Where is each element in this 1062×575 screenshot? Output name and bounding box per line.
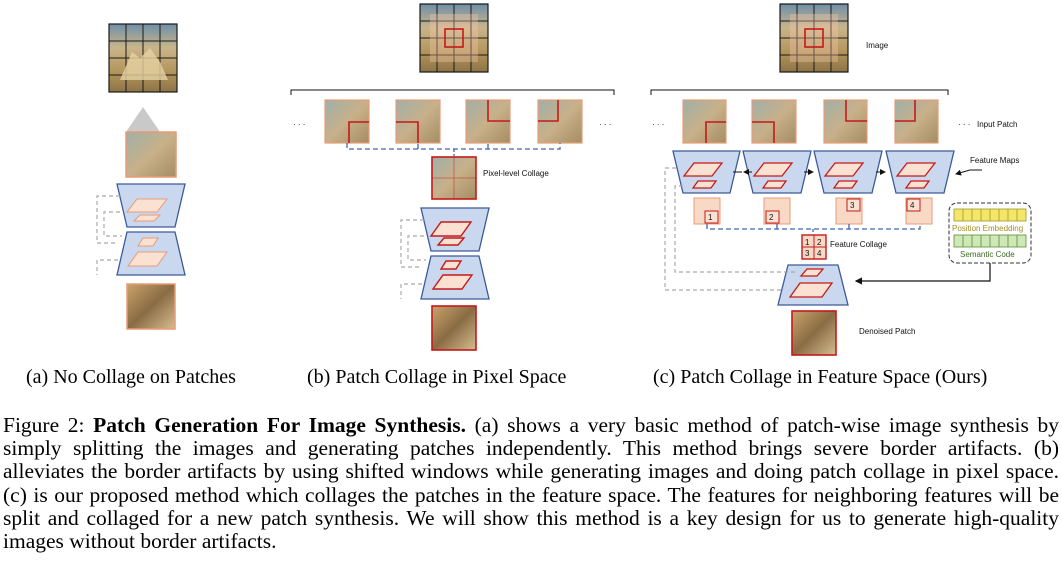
- collage-links-b: [346, 143, 561, 150]
- output-patch-a: [126, 283, 176, 330]
- decoder-c: [664, 167, 849, 306]
- feature-collage-label: Feature Collage: [830, 240, 887, 249]
- collage-num-1: 1: [805, 238, 810, 247]
- subcaption-b: (b) Patch Collage in Pixel Space: [307, 366, 567, 388]
- ellipsis-right-b: · · ·: [599, 120, 611, 129]
- input-patches-b: [324, 99, 583, 144]
- collage-num-3: 3: [805, 249, 810, 258]
- position-embedding-label: Position Embedding: [952, 224, 1023, 233]
- input-patch-a: [125, 131, 177, 178]
- denoised-patch: [791, 310, 837, 356]
- figure-number: Figure 2:: [3, 413, 85, 437]
- feature-patches-c: 1 2 3 4: [693, 197, 933, 225]
- ellipsis-left-b: · · ·: [293, 120, 305, 129]
- panel-b: · · · · · · Pixel-level Collage: [290, 3, 615, 351]
- bracket-c: [650, 89, 949, 95]
- patch-num-4: 4: [910, 201, 915, 210]
- output-patch-b: [431, 305, 477, 351]
- panel-a: [96, 23, 186, 330]
- ellipsis-right-c: · · ·: [958, 120, 970, 129]
- source-image-c: [779, 3, 849, 73]
- figure-caption-text: (a) shows a very basic method of patch-w…: [3, 413, 1060, 554]
- figure-diagram: · · · · · · Pixel-level Collage: [26, 3, 1032, 388]
- source-image-a: [108, 23, 178, 93]
- denoised-patch-label: Denoised Patch: [859, 327, 915, 336]
- collage-links-c: [706, 224, 921, 230]
- condition-arrow: [854, 263, 991, 285]
- panel-c: Image · · · · · · Input Patch: [650, 3, 1032, 356]
- feature-maps-label: Feature Maps: [970, 156, 1019, 165]
- patch-num-1: 1: [708, 213, 713, 222]
- source-image-b: [419, 3, 489, 73]
- ellipsis-left-c: · · ·: [652, 120, 664, 129]
- collage-num-4: 4: [817, 249, 822, 258]
- figure-caption: Figure 2: Patch Generation For Image Syn…: [3, 413, 1060, 554]
- subcaption-c: (c) Patch Collage in Feature Space (Ours…: [653, 366, 987, 388]
- subcaption-a: (a) No Collage on Patches: [26, 366, 236, 388]
- unet-b: [400, 207, 490, 300]
- collage-num-2: 2: [817, 238, 822, 247]
- image-label: Image: [866, 41, 889, 50]
- patch-num-2: 2: [769, 213, 774, 222]
- input-patch-label: Input Patch: [977, 120, 1017, 129]
- bracket-b: [290, 89, 615, 95]
- pixel-collage-label: Pixel-level Collage: [483, 169, 549, 178]
- feature-maps-arrow: [955, 169, 982, 176]
- unet-a: [96, 183, 186, 276]
- embedding-box: Position Embedding Semantic Code: [948, 202, 1032, 264]
- zoom-wedge: [126, 107, 160, 132]
- encoders-c: [672, 150, 955, 194]
- input-patches-c: [682, 99, 939, 144]
- figure-title: Patch Generation For Image Synthesis.: [93, 413, 466, 437]
- patch-num-3: 3: [850, 201, 855, 210]
- semantic-code-label: Semantic Code: [960, 250, 1015, 259]
- feature-collage-block: 1 2 3 4: [801, 234, 827, 260]
